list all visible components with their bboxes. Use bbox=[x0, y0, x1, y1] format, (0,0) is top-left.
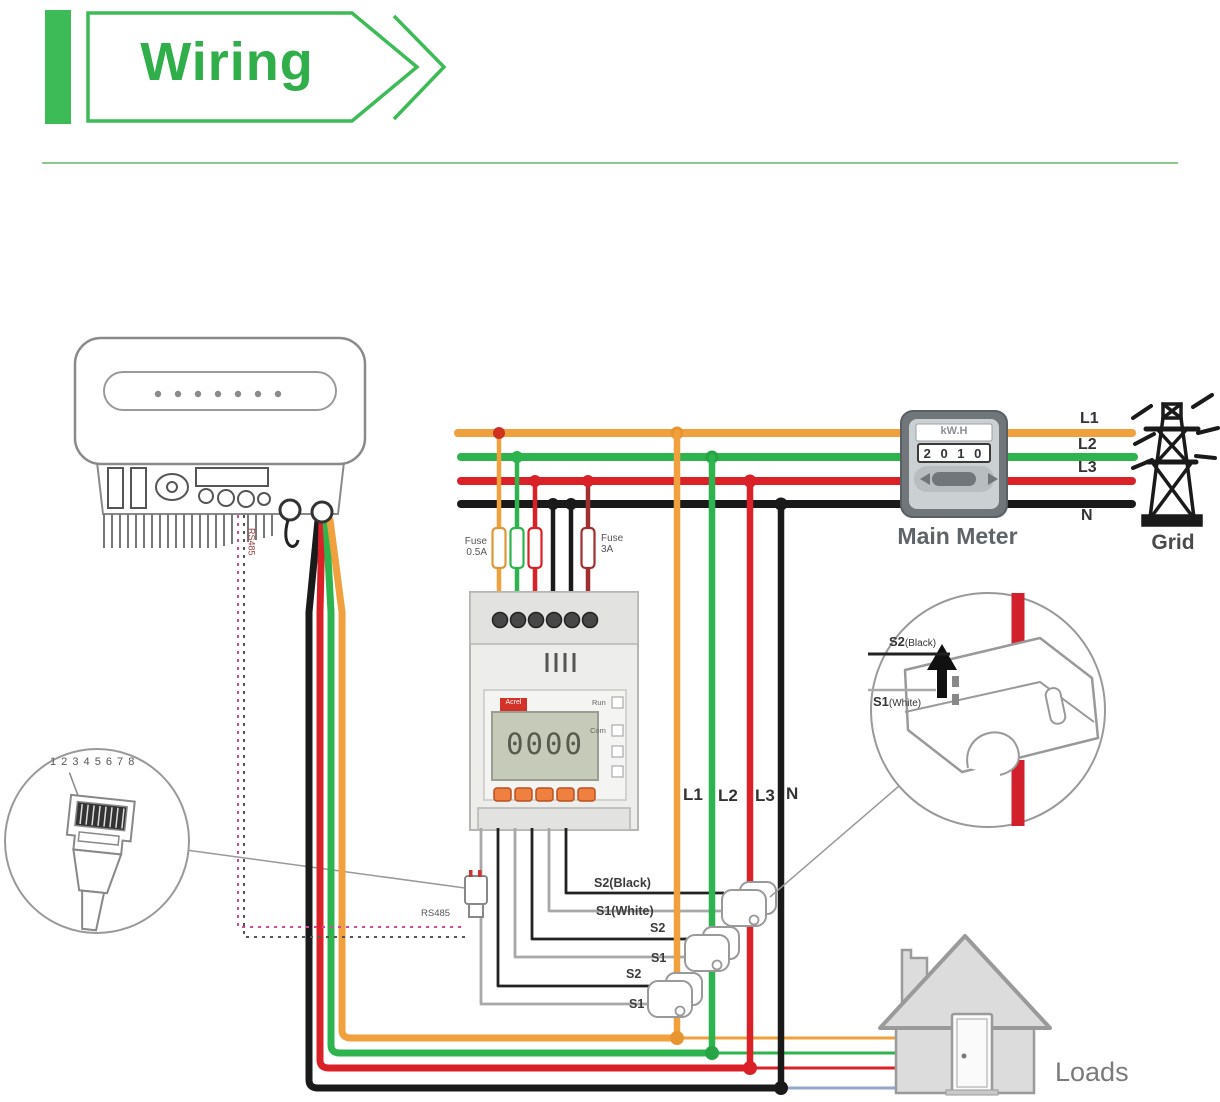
fuse-small-label: Fuse 0.5A bbox=[464, 536, 487, 558]
meter-brand: Acrel bbox=[505, 699, 522, 706]
bottom-junctions bbox=[670, 1031, 788, 1095]
fuses bbox=[491, 526, 596, 570]
grid-phase-l3: L3 bbox=[1078, 459, 1097, 476]
fuse-l2 bbox=[509, 526, 525, 570]
com-indicator-label: Com bbox=[590, 726, 606, 735]
wiring-title: Wiring bbox=[140, 32, 314, 92]
s1-mid-label: S1 bbox=[651, 951, 667, 965]
s2-low-label: S2 bbox=[626, 967, 642, 981]
s2-mid-label: S2 bbox=[650, 921, 666, 935]
phase-drop-wires bbox=[673, 429, 785, 1092]
meter-rs485-connector bbox=[185, 849, 488, 918]
loads-label: Loads bbox=[1055, 1057, 1129, 1087]
fuse-aux bbox=[580, 526, 596, 570]
meter-brand-plate bbox=[500, 698, 527, 711]
meter-indicator-leds bbox=[611, 696, 624, 778]
rj45-connector bbox=[65, 772, 136, 932]
grid-phase-l2: L2 bbox=[1078, 436, 1097, 453]
rj45-pins-label: 1 2 3 4 5 6 7 8 bbox=[50, 756, 136, 768]
main-meter-digits: 2 0 1 0 bbox=[923, 446, 985, 461]
meter-lcd bbox=[491, 711, 599, 781]
meter-display-value: 0000 bbox=[506, 726, 584, 761]
main-meter-unit: kW.H bbox=[940, 425, 968, 437]
ct-detail-s2-label: S2(Black) bbox=[889, 634, 937, 649]
s2-black-label: S2(Black) bbox=[594, 876, 651, 890]
inverter-connectors bbox=[107, 467, 334, 524]
main-meter-label: Main Meter bbox=[897, 523, 1018, 549]
fuse-l1 bbox=[491, 526, 507, 570]
fuse-aux-label: Fuse 3A bbox=[601, 533, 624, 555]
s1-white-label: S1(White) bbox=[596, 904, 654, 918]
grid-wire-hatches bbox=[1131, 393, 1220, 470]
meter-rs485-label: RS485 bbox=[421, 908, 451, 919]
meter-buttons bbox=[493, 787, 596, 802]
inverter-leds bbox=[154, 390, 282, 398]
ct-clamp-1 bbox=[721, 881, 777, 927]
house-icon bbox=[878, 934, 1052, 1096]
fuse-l3 bbox=[527, 526, 543, 570]
arrow-icon bbox=[937, 668, 947, 698]
meter-vents bbox=[545, 653, 576, 672]
grid-label: Grid bbox=[1151, 531, 1195, 554]
phase-label-n: N bbox=[786, 784, 799, 803]
grid-phase-l1: L1 bbox=[1080, 410, 1099, 427]
rj45-leader-line bbox=[185, 849, 466, 889]
grid-phase-n: N bbox=[1081, 507, 1093, 524]
rs485-cable-dashed bbox=[237, 515, 466, 938]
inverter-ac-wires bbox=[305, 516, 782, 1092]
top-ac-bus bbox=[454, 429, 1138, 508]
wiring-banner bbox=[42, 10, 1178, 164]
s1-low-label: S1 bbox=[629, 997, 645, 1011]
phase-label-l3: L3 bbox=[755, 786, 775, 805]
inverter-led-panel bbox=[103, 371, 337, 411]
energy-meter bbox=[469, 591, 639, 831]
phase-label-l1: L1 bbox=[683, 785, 703, 804]
ct-clamp-3 bbox=[647, 972, 703, 1018]
main-meter bbox=[900, 410, 1008, 518]
ct-detail-circle bbox=[769, 592, 1106, 898]
meter-terminals bbox=[491, 611, 599, 629]
inverter bbox=[73, 336, 367, 548]
rj45-detail-circle bbox=[4, 748, 190, 934]
grid-tower-icon bbox=[1131, 393, 1220, 527]
phase-label-l2: L2 bbox=[718, 786, 738, 805]
ct-clamp-2 bbox=[684, 926, 740, 972]
ct-detail-s1-label: S1(White) bbox=[873, 694, 922, 709]
run-indicator-label: Run bbox=[592, 698, 606, 707]
rs485-port-label: RS485 bbox=[246, 528, 257, 556]
inverter-fins bbox=[103, 514, 273, 548]
